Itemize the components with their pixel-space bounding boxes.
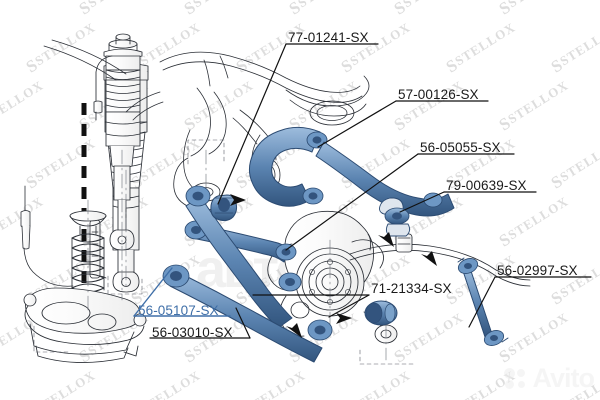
avito-dots-icon	[503, 367, 530, 390]
leader-56-05055	[285, 153, 419, 251]
leader-line-highlighted	[133, 267, 231, 317]
part-lower-long-arm	[162, 264, 333, 363]
leader-77-01241	[217, 43, 287, 205]
leader-71-21334	[328, 294, 370, 318]
part-control-arm-bushing	[364, 300, 398, 326]
highlighted-parts	[162, 126, 509, 363]
leader-56-03010	[235, 307, 251, 339]
part-number-label-56-03010-sx: 56-03010-SX	[152, 325, 233, 340]
part-control-arm-bushing-top	[210, 194, 238, 222]
part-number-label-79-00639-sx: 79-00639-SX	[446, 178, 527, 193]
part-lower-control-arm	[23, 287, 147, 363]
part-number-label-57-00126-sx: 57-00126-SX	[398, 87, 479, 102]
part-stabilizer-link	[457, 257, 509, 346]
avito-watermark: Avito	[503, 363, 595, 393]
part-subframe	[33, 39, 370, 353]
part-number-label-71-21334-sx: 71-21334-SX	[371, 281, 452, 296]
part-upper-control-arm	[248, 126, 328, 207]
leader-57-00126	[317, 100, 397, 148]
part-number-label-77-01241-sx: 77-01241-SX	[288, 30, 369, 45]
avito-wordmark: Avito	[532, 363, 595, 393]
part-camber-arm	[315, 141, 455, 217]
part-number-label-56-02997-sx: 56-02997-SX	[497, 263, 578, 278]
pointer-arrows	[230, 194, 437, 338]
part-number-label-56-05055-sx: 56-05055-SX	[420, 140, 501, 155]
part-stabilizer-bushing	[379, 197, 411, 237]
part-number-label-56-05107-sx: 56-05107-SX	[138, 303, 219, 318]
leader-79-00639	[399, 191, 445, 213]
leader-56-02997	[468, 276, 496, 328]
leader-lines	[149, 43, 592, 339]
part-coil-spring	[69, 210, 107, 293]
